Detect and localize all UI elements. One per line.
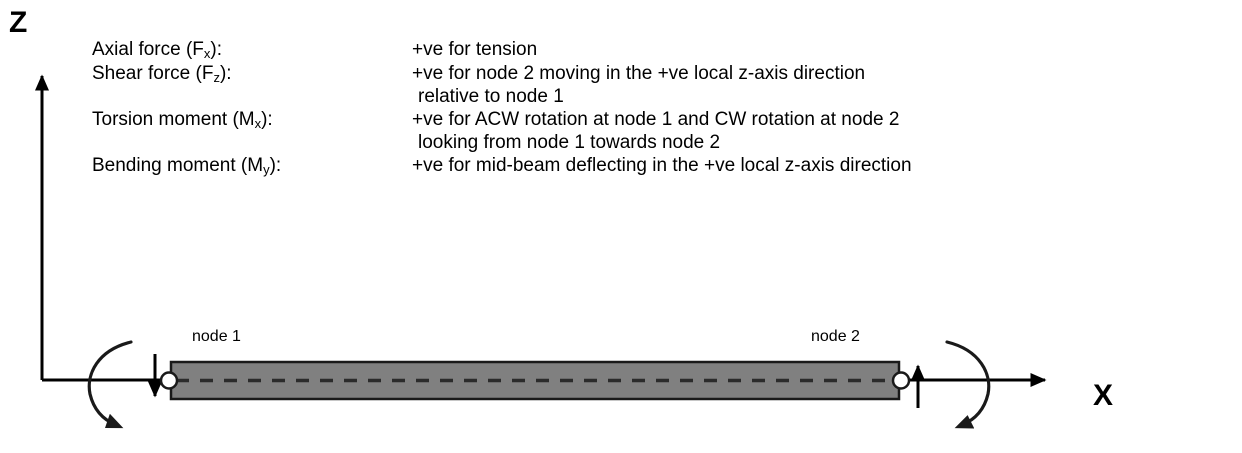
convention-description-line1: +ve for mid-beam deflecting in the +ve l… xyxy=(412,155,912,176)
convention-term-subscript: z xyxy=(213,70,220,85)
convention-term-suffix: ): xyxy=(269,155,282,176)
convention-term-prefix: Axial force (F xyxy=(92,39,204,60)
node2-torsion-arc xyxy=(945,340,991,429)
convention-term-suffix: ): xyxy=(261,109,273,130)
node-2-label: node 2 xyxy=(811,328,860,345)
convention-description: +ve for node 2 moving in the +ve local z… xyxy=(412,62,1202,108)
convention-term-subscript: x xyxy=(203,46,211,61)
convention-term: Shear force (Fz): xyxy=(92,62,412,108)
convention-term-prefix: Shear force (F xyxy=(92,63,214,84)
sign-convention-legend: Axial force (Fx): +ve for tension Shear … xyxy=(92,38,1202,178)
convention-description-line1: +ve for node 2 moving in the +ve local z… xyxy=(412,63,866,84)
convention-term: Axial force (Fx): xyxy=(92,38,412,62)
convention-description-line1: +ve for tension xyxy=(412,39,538,60)
convention-description: +ve for mid-beam deflecting in the +ve l… xyxy=(412,154,1202,178)
convention-term-prefix: Torsion moment (M xyxy=(92,109,255,130)
convention-term-subscript: y xyxy=(263,162,270,177)
convention-description-line2: looking from node 1 towards node 2 xyxy=(418,132,721,153)
convention-term-suffix: ): xyxy=(219,63,232,84)
convention-term: Torsion moment (Mx): xyxy=(92,108,412,154)
z-axis-label: Z xyxy=(9,6,28,39)
node1-torsion-arc xyxy=(87,340,133,429)
convention-row: Shear force (Fz): +ve for node 2 moving … xyxy=(92,62,1202,108)
convention-row: Bending moment (My): +ve for mid-beam de… xyxy=(92,154,1202,178)
convention-term-suffix: ): xyxy=(210,39,223,60)
convention-term-prefix: Bending moment (M xyxy=(92,155,264,176)
node-1-label: node 1 xyxy=(192,328,241,345)
node1-marker xyxy=(159,371,179,390)
beam-element xyxy=(169,360,901,401)
x-axis-label: X xyxy=(1093,379,1114,412)
convention-row: Torsion moment (Mx): +ve for ACW rotatio… xyxy=(92,108,1202,154)
node2-marker xyxy=(891,371,911,390)
convention-description: +ve for tension xyxy=(412,38,1202,62)
convention-term-subscript: x xyxy=(254,116,262,131)
convention-row: Axial force (Fx): +ve for tension xyxy=(92,38,1202,62)
convention-description-line1: +ve for ACW rotation at node 1 and CW ro… xyxy=(412,109,900,130)
convention-term: Bending moment (My): xyxy=(92,154,412,178)
convention-description: +ve for ACW rotation at node 1 and CW ro… xyxy=(412,108,1202,154)
convention-description-line2: relative to node 1 xyxy=(418,86,564,107)
